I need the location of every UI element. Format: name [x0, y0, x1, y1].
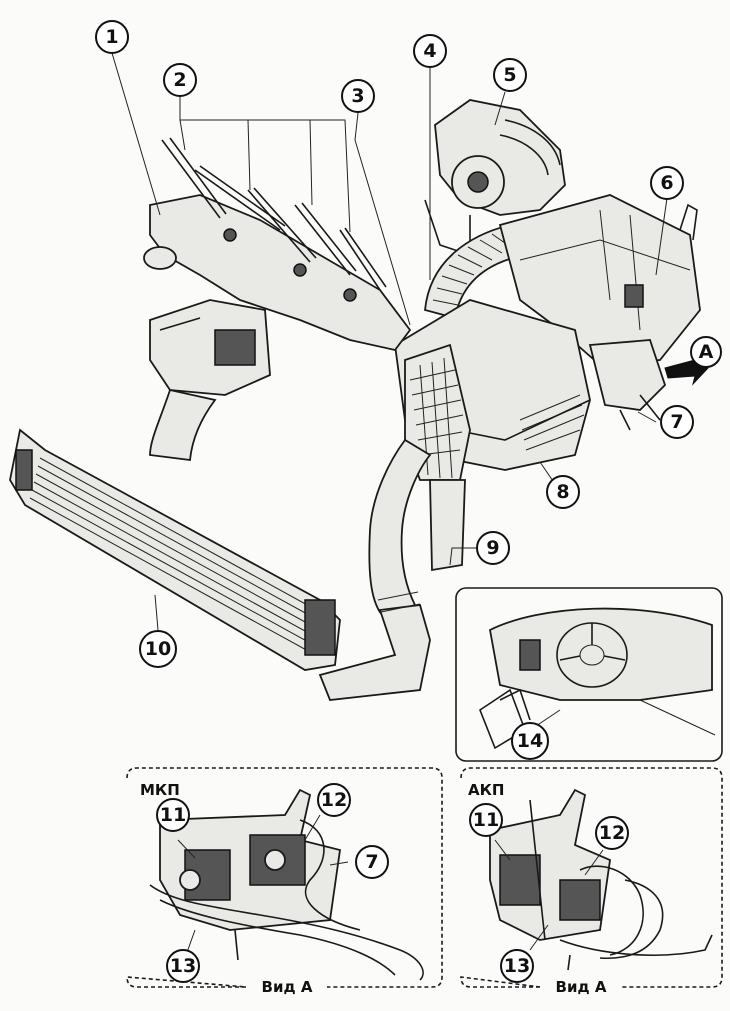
callout-12: 12 — [317, 783, 351, 817]
callout-11: 11 — [469, 803, 503, 837]
callout-3: 3 — [341, 79, 375, 113]
callout-circle — [650, 166, 684, 200]
view-a-label: A — [699, 341, 714, 363]
callout-label: 6 — [660, 172, 673, 194]
callout-label: 8 — [556, 481, 569, 503]
callout-label: 7 — [365, 851, 378, 873]
automatic-inset-caption: Вид А — [556, 978, 607, 996]
callout-8: 8 — [546, 475, 580, 509]
callout-14: 14 — [511, 722, 549, 760]
callout-12: 12 — [595, 816, 629, 850]
callout-label: 11 — [160, 804, 186, 826]
callout-circle — [163, 63, 197, 97]
callout-circle — [546, 475, 580, 509]
resonator-tube — [429, 479, 466, 572]
callout-circle — [317, 783, 351, 817]
callout-label: 14 — [517, 730, 543, 752]
callout-label: 12 — [599, 822, 625, 844]
callout-circle — [166, 949, 200, 983]
callout-label: 11 — [473, 809, 499, 831]
callout-9: 9 — [476, 531, 510, 565]
callout-circle — [341, 79, 375, 113]
automatic-transmission-inset: АКП Вид А — [460, 767, 723, 996]
connector-group — [588, 339, 667, 431]
callout-label: 10 — [145, 638, 171, 660]
callout-label: 13 — [504, 955, 530, 977]
callout-circle — [156, 798, 190, 832]
callout-label: 2 — [173, 69, 186, 91]
callout-label: 3 — [351, 85, 364, 107]
manual-inset-title: МКП — [140, 781, 180, 799]
throttle-body — [149, 299, 271, 396]
leader-lines — [111, 52, 668, 631]
callout-circle — [355, 845, 389, 879]
callout-label: 5 — [503, 64, 516, 86]
callout-5: 5 — [493, 58, 527, 92]
automatic-inset-title: АКП — [468, 781, 504, 799]
dashboard-inset — [455, 587, 723, 762]
callout-2: 2 — [163, 63, 197, 97]
manual-inset-caption: Вид А — [262, 978, 313, 996]
callout-6: 6 — [650, 166, 684, 200]
callout-label: 1 — [105, 26, 118, 48]
callout-label: 13 — [170, 955, 196, 977]
view-a-marker: A — [690, 336, 722, 368]
callout-circle — [493, 58, 527, 92]
callout-circle — [500, 949, 534, 983]
callout-7: 7 — [355, 845, 389, 879]
callout-13: 13 — [166, 949, 200, 983]
callout-label: 7 — [670, 411, 683, 433]
callout-4: 4 — [413, 34, 447, 68]
callout-11: 11 — [156, 798, 190, 832]
callout-circle — [476, 531, 510, 565]
callout-label: 9 — [486, 537, 499, 559]
glow-plugs — [161, 137, 387, 291]
callout-label: 12 — [321, 789, 347, 811]
callout-circle — [469, 803, 503, 837]
turbocharger — [424, 99, 566, 257]
callout-10: 10 — [139, 630, 177, 668]
engine-assembly — [9, 52, 709, 701]
callout-circle — [595, 816, 629, 850]
callout-1: 1 — [95, 20, 129, 54]
callout-circle — [511, 722, 549, 760]
callout-circle — [413, 34, 447, 68]
callout-circle — [660, 405, 694, 439]
manual-transmission-inset: МКП Вид А — [126, 767, 443, 996]
callout-label: 4 — [423, 40, 436, 62]
intake-manifold — [143, 194, 412, 352]
intercooler — [9, 428, 341, 671]
callout-circle — [95, 20, 129, 54]
callout-circle — [139, 630, 177, 668]
callout-13: 13 — [500, 949, 534, 983]
callout-7: 7 — [660, 405, 694, 439]
intercooler-pipes — [149, 388, 432, 701]
